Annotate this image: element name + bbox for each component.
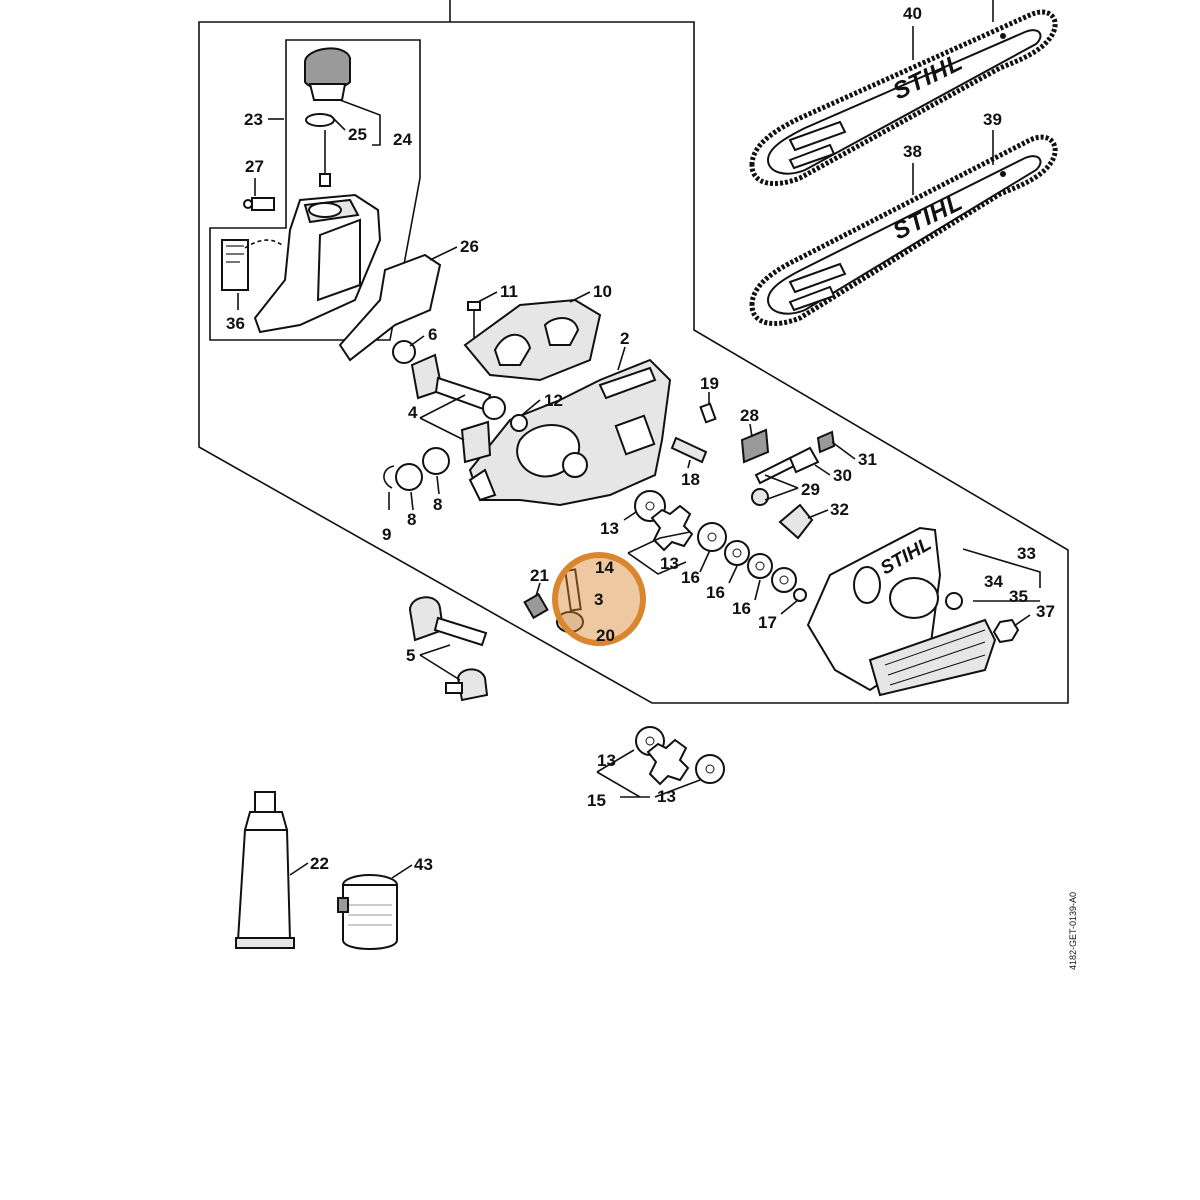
- callout-30: 30: [833, 466, 852, 485]
- callout-32: 32: [830, 500, 849, 519]
- callout-3: 3: [594, 590, 603, 609]
- ball-bearing: [395, 463, 423, 491]
- saw-chain-bar-upper: STIHL: [749, 9, 1058, 187]
- callout-18: 18: [681, 470, 700, 489]
- callout-36: 36: [226, 314, 245, 333]
- callout-34: 34: [984, 572, 1003, 591]
- shaft-pin: [564, 568, 582, 612]
- callout-31: 31: [858, 450, 877, 469]
- callout-35: 35: [1009, 587, 1028, 606]
- oil-tank-housing: [243, 193, 382, 334]
- callout-5: 5: [406, 646, 415, 665]
- callout-22: 22: [310, 854, 329, 873]
- callout-39: 39: [983, 110, 1002, 129]
- spring: [523, 592, 549, 620]
- ball-bearing: [482, 396, 506, 420]
- callout-16: 16: [732, 599, 751, 618]
- callout-27: 27: [245, 157, 264, 176]
- sprocket-cover: STIHL: [806, 526, 997, 697]
- callout-29: 29: [801, 480, 820, 499]
- callout-28: 28: [740, 406, 759, 425]
- sleeve: [699, 402, 717, 424]
- grease-tube: [235, 791, 295, 949]
- callout-26: 26: [460, 237, 479, 256]
- callout-8: 8: [433, 495, 442, 514]
- callout-8: 8: [407, 510, 416, 529]
- callout-24: 24: [393, 130, 412, 149]
- figure-id: 4182-GET-0139-A0: [1068, 892, 1078, 970]
- callout-16: 16: [681, 568, 700, 587]
- callout-37: 37: [1036, 602, 1055, 621]
- bearing-cover: [463, 298, 602, 382]
- chain-catcher: [778, 503, 814, 540]
- callout-40: 40: [903, 4, 922, 23]
- collar-nut: [945, 592, 963, 610]
- callout-19: 19: [700, 374, 719, 393]
- oil-label-decal: [221, 239, 283, 291]
- hex-nut: [992, 618, 1020, 644]
- ball-bearing: [392, 340, 416, 364]
- bevel-gear-shaft: [408, 596, 489, 702]
- gear-housing: [468, 358, 672, 507]
- bevel-gear-shaft-lower: [460, 420, 492, 464]
- callout-2: 2: [620, 329, 629, 348]
- callout-4: 4: [408, 403, 418, 422]
- callout-9: 9: [382, 525, 391, 544]
- ball-bearing: [510, 414, 528, 432]
- leader-lines: [237, 0, 1041, 879]
- bevel-gear-shaft-upper: [410, 353, 492, 412]
- sprocket: [646, 738, 690, 786]
- callout-17: 17: [758, 613, 777, 632]
- callout-13: 13: [657, 787, 676, 806]
- stud-bolt: [670, 436, 708, 464]
- callout-13: 13: [660, 554, 679, 573]
- callout-38: 38: [903, 142, 922, 161]
- callout-43: 43: [414, 855, 433, 874]
- callout-25: 25: [348, 125, 367, 144]
- screw: [467, 301, 481, 338]
- callout-20: 20: [596, 626, 615, 645]
- callout-16: 16: [706, 583, 725, 602]
- callout-6: 6: [428, 325, 437, 344]
- tensioner-nut: [788, 446, 820, 474]
- tensioner-clip: [816, 430, 836, 454]
- thrust-washer: [751, 488, 769, 506]
- callout-13: 13: [600, 519, 619, 538]
- callout-11: 11: [500, 282, 518, 301]
- callout-23: 23: [244, 110, 263, 129]
- pin: [793, 588, 807, 602]
- gasket: [338, 253, 442, 362]
- assembly-frame: [198, 0, 1069, 704]
- callout-21: 21: [530, 566, 549, 585]
- callout-labels: 40 39 38 23 25 24 27 26 36 11 10 6 2 19 …: [226, 4, 1055, 874]
- callout-13: 13: [597, 751, 616, 770]
- sprocket: [650, 504, 694, 552]
- callout-14: 14: [595, 558, 614, 577]
- callout-15: 15: [587, 791, 606, 810]
- callout-33: 33: [1017, 544, 1036, 563]
- highlight-circle: [552, 552, 646, 646]
- chain-tensioner-slide: [740, 428, 770, 464]
- saw-chain-bar-lower: STIHL: [749, 134, 1058, 327]
- grease-tin: [337, 874, 398, 950]
- callout-10: 10: [593, 282, 612, 301]
- oil-tank-cap: [304, 47, 351, 187]
- ball-bearing: [422, 447, 450, 475]
- circlip: [383, 465, 395, 489]
- callout-12: 12: [544, 391, 563, 410]
